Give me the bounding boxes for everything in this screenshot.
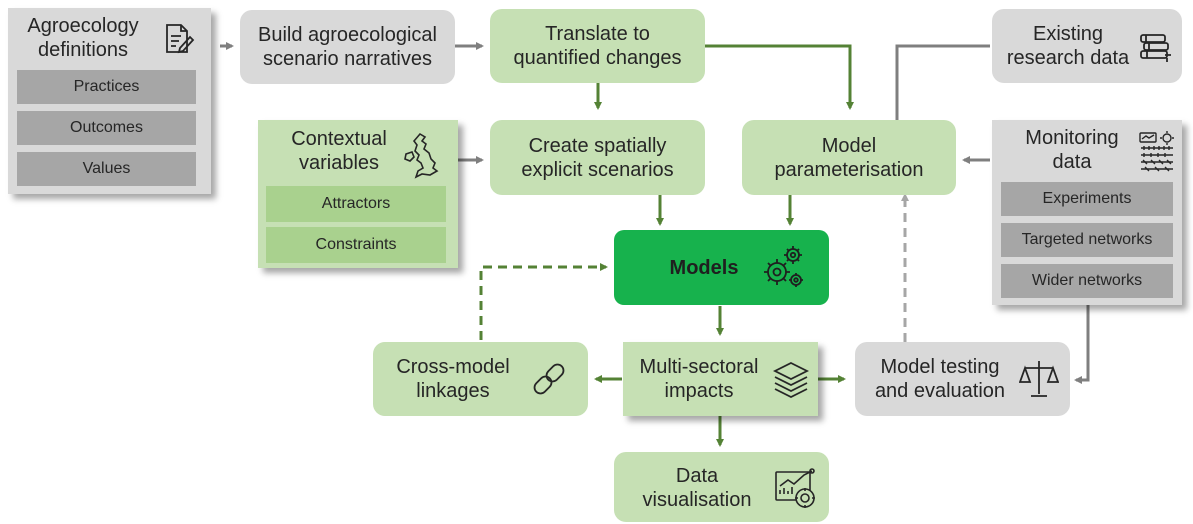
arrow-translate-to-param [705, 44, 854, 110]
spatial-scenarios-box: Create spatially explicit scenarios [490, 120, 705, 195]
experiments-item: Experiments [1001, 182, 1173, 216]
spatial-scenarios-label: Create spatially explicit scenarios [521, 135, 674, 181]
model-testing-box: Model testing and evaluation [855, 342, 1070, 416]
arrow-monitoring-to-testing [1074, 305, 1090, 384]
models-label: Models [669, 257, 739, 279]
outcomes-item: Outcomes [17, 111, 196, 145]
targeted-networks-item: Targeted networks [1001, 223, 1173, 257]
arrow-crossmodel-to-models-dashed [479, 263, 608, 340]
chain-link-icon [529, 359, 569, 404]
practices-item: Practices [17, 70, 196, 104]
translate-box: Translate to quantified changes [490, 9, 705, 83]
data-visualisation-label: Data visualisation [642, 465, 752, 511]
cross-model-linkages-box: Cross-model linkages [373, 342, 588, 416]
multi-sectoral-impacts-box: Multi-sectoral impacts [623, 342, 818, 416]
uk-map-icon [402, 132, 442, 185]
cross-model-linkages-label: Cross-model linkages [396, 356, 510, 402]
attractors-item: Attractors [266, 186, 446, 222]
model-parameterisation-label: Model parameterisation [774, 135, 924, 181]
monitoring-data-box: Monitoring data Experiments Targeted net… [992, 120, 1182, 305]
layers-icon [771, 359, 811, 404]
model-testing-label: Model testing and evaluation [874, 356, 1006, 402]
books-icon [1138, 31, 1174, 68]
dashboard-icon [774, 466, 818, 515]
monitoring-data-label: Monitoring data [1025, 127, 1119, 173]
data-visualisation-box: Data visualisation [614, 452, 829, 522]
existing-research-data-box: Existing research data [992, 9, 1182, 83]
model-parameterisation-box: Model parameterisation [742, 120, 956, 195]
multi-sectoral-impacts-label: Multi-sectoral impacts [639, 356, 759, 402]
agroecology-definitions-label: Agroecology definitions [27, 15, 139, 61]
build-narratives-box: Build agroecological scenario narratives [240, 10, 455, 84]
constraints-item: Constraints [266, 227, 446, 263]
contextual-variables-label: Contextual variables [291, 128, 387, 174]
existing-research-data-label: Existing research data [1006, 23, 1130, 69]
values-item: Values [17, 152, 196, 186]
agroecology-definitions-box: Agroecology definitions Practices Outcom… [8, 8, 211, 194]
build-narratives-label: Build agroecological scenario narratives [257, 24, 437, 70]
monitoring-grid-icon [1137, 130, 1177, 179]
gears-icon [759, 242, 807, 297]
document-edit-icon [161, 22, 195, 61]
translate-label: Translate to quantified changes [513, 23, 682, 69]
balance-scale-icon [1018, 358, 1060, 405]
arrow-existing-to-param [893, 44, 990, 142]
contextual-variables-box: Contextual variables Attractors Constrai… [258, 120, 458, 268]
models-box: Models [614, 230, 829, 305]
wider-networks-item: Wider networks [1001, 264, 1173, 298]
